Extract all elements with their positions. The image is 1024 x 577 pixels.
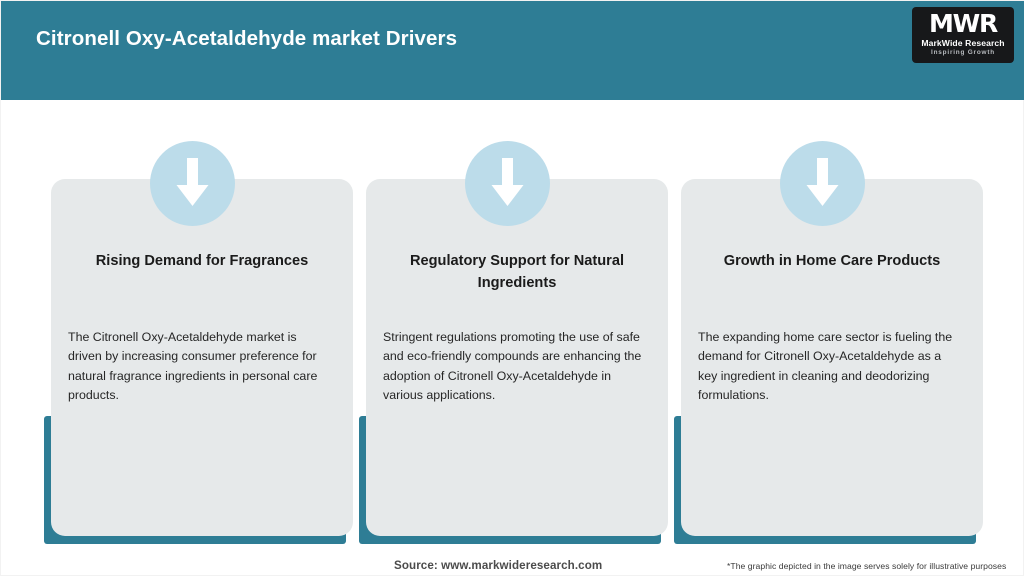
logo-mark: MWR: [928, 9, 998, 38]
header-band: [1, 1, 1024, 100]
driver-card-1: Rising Demand for Fragrances The Citrone…: [44, 1, 354, 577]
card-surface: [366, 179, 668, 536]
source-label: Source: www.markwideresearch.com: [394, 559, 603, 572]
logo-tagline: Inspiring Growth: [931, 49, 995, 56]
driver-card-2: Regulatory Support for Natural Ingredien…: [359, 1, 669, 577]
card-surface: [51, 179, 353, 536]
arrow-down-icon: [465, 141, 550, 226]
logo-company-name: MarkWide Research: [921, 38, 1005, 48]
card-title: Growth in Home Care Products: [723, 253, 941, 269]
arrow-down-icon: [150, 141, 235, 226]
driver-card-3: Growth in Home Care Products The expandi…: [674, 1, 984, 577]
card-body: Stringent regulations promoting the use …: [383, 330, 642, 403]
card-title: Rising Demand for Fragrances: [95, 253, 309, 269]
card-body: The expanding home care sector is fuelin…: [698, 330, 953, 403]
page-title: Citronell Oxy-Acetaldehyde market Driver…: [36, 27, 458, 50]
card-title: Regulatory Support for Natural Ingredien…: [409, 253, 625, 291]
logo: MWR MarkWide Research Inspiring Growth: [912, 7, 1014, 63]
card-body: The Citronell Oxy-Acetaldehyde market is…: [68, 330, 318, 403]
card-surface: [681, 179, 983, 536]
arrow-down-icon: [780, 141, 865, 226]
disclaimer-label: *The graphic depicted in the image serve…: [727, 561, 1007, 571]
